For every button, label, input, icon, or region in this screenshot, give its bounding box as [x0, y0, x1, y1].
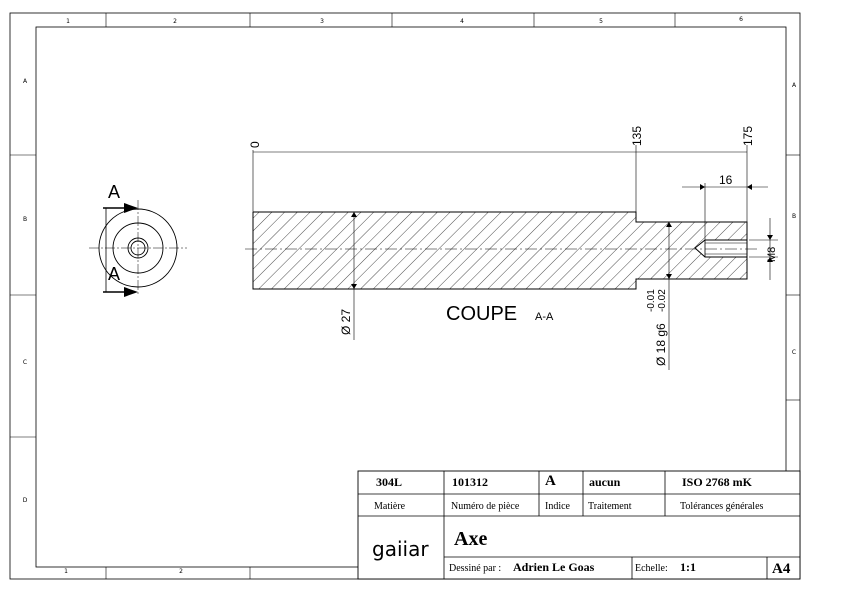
treatment-value: aucun [589, 475, 621, 489]
section-suffix: A-A [535, 311, 554, 323]
zone-row-b-right: B [792, 213, 796, 220]
zone-row-c-left: C [23, 359, 27, 366]
treatment-label: Traitement [588, 501, 632, 512]
dim-origin: 0 [248, 141, 262, 148]
dim-thread-length: 16 [719, 173, 733, 187]
scale-value: 1:1 [680, 560, 696, 574]
end-view: A A [89, 182, 187, 297]
dim-shoulder: 135 [630, 126, 644, 146]
drawn-by-value: Adrien Le Goas [513, 560, 595, 574]
zone-col-4-top: 4 [460, 18, 464, 25]
zone-row-b-left: B [23, 216, 27, 223]
section-marker-bottom: A [108, 264, 120, 284]
dim-tol-lower: -0.02 [657, 289, 668, 312]
scale-label: Echelle: [635, 563, 668, 574]
zone-labels: 1 2 3 4 5 6 1 2 A B C D A B C [23, 16, 797, 575]
zone-col-1-top: 1 [66, 18, 70, 25]
zone-row-c-right: C [792, 349, 796, 356]
zone-col-2-top: 2 [173, 18, 177, 25]
drawn-by-label: Dessiné par : [449, 563, 501, 574]
title-block: 304L Matière 101312 Numéro de pièce A In… [357, 470, 801, 580]
material-value: 304L [376, 475, 402, 489]
dim-small-diameter: Ø 18 g6 [654, 323, 668, 366]
dimensions [252, 145, 778, 370]
revision-value: A [545, 473, 556, 489]
dim-main-diameter: Ø 27 [339, 309, 353, 335]
dim-tol-upper: -0.01 [646, 289, 657, 312]
dim-thread-size: M8 [766, 247, 778, 262]
zone-col-1-bottom: 1 [64, 568, 68, 575]
zone-col-6-top: 6 [739, 16, 743, 23]
company-logo: gaiiar [372, 537, 429, 561]
section-view: COUPE A-A [245, 211, 760, 325]
part-number-value: 101312 [452, 475, 488, 489]
dim-end: 175 [741, 126, 755, 146]
zone-col-5-top: 5 [599, 18, 603, 25]
section-marker-top: A [108, 182, 120, 202]
zone-row-d-left: D [23, 497, 28, 504]
zone-row-a-left: A [23, 78, 28, 85]
dimension-arrows [351, 184, 773, 289]
tolerances-label: Tolérances générales [680, 501, 764, 512]
format-value: A4 [772, 561, 791, 577]
revision-label: Indice [545, 501, 571, 512]
part-number-label: Numéro de pièce [451, 501, 520, 512]
zone-col-3-top: 3 [320, 18, 324, 25]
part-name: Axe [454, 528, 487, 550]
zone-row-a-right: A [792, 82, 797, 89]
zone-ticks [10, 13, 800, 579]
section-title: COUPE [446, 303, 517, 325]
material-label: Matière [374, 501, 406, 512]
dimension-texts: 0 135 175 16 M8 Ø 27 Ø 18 g6 -0.01 -0.02 [248, 126, 778, 366]
zone-col-2-bottom: 2 [179, 568, 183, 575]
tolerances-value: ISO 2768 mK [682, 475, 753, 489]
